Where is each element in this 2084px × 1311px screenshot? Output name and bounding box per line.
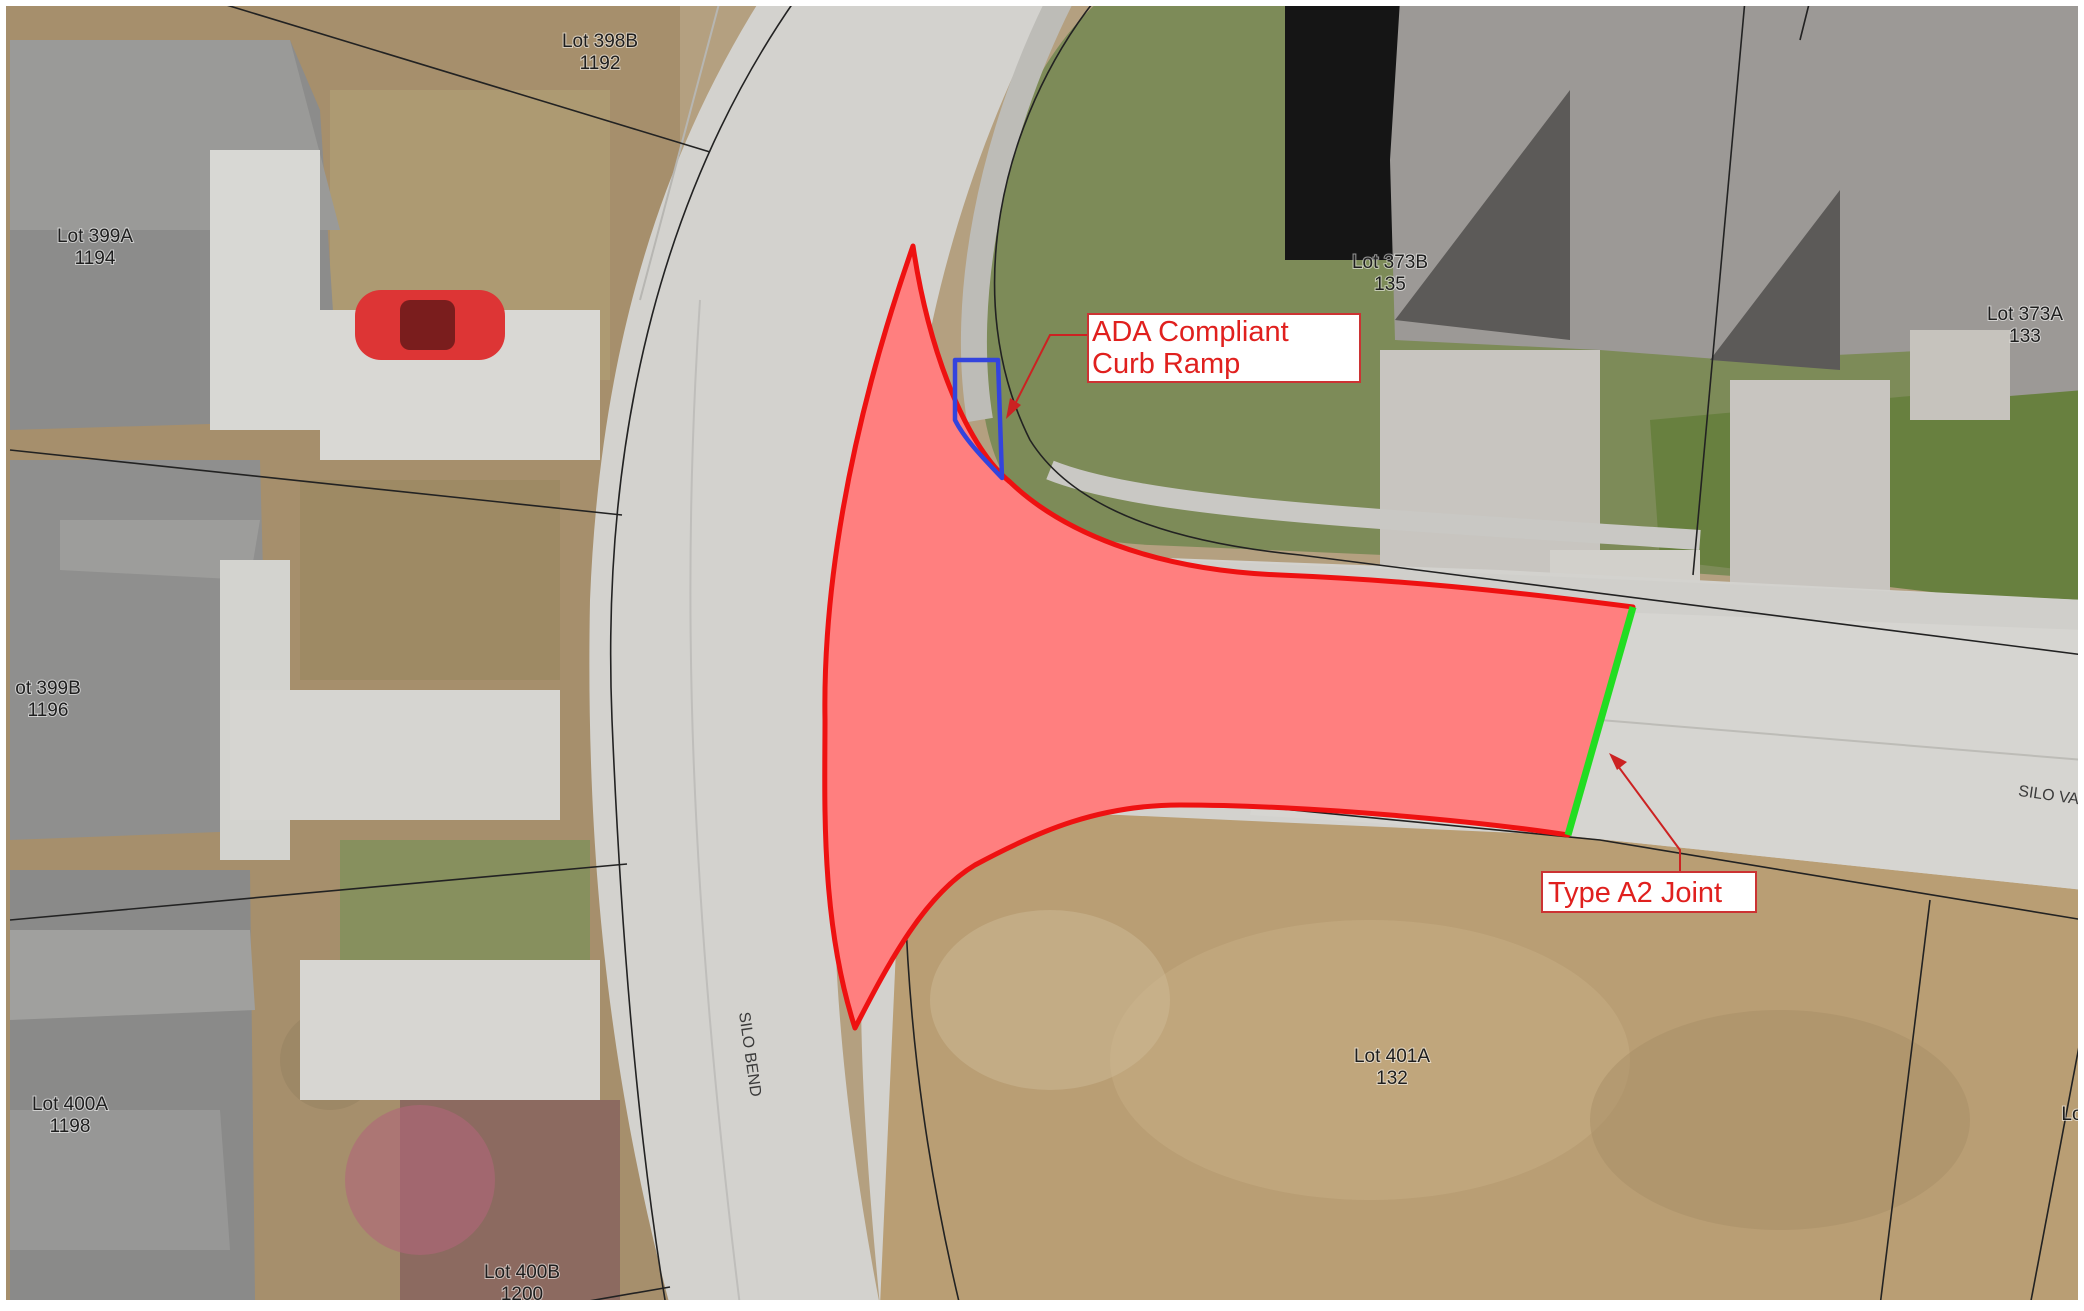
svg-text:132: 132 <box>1376 1068 1408 1089</box>
svg-text:Lot 373B: Lot 373B <box>1352 252 1428 273</box>
ada-curb-ramp-outline[interactable] <box>952 357 1005 481</box>
lot-label-373b: Lot 373B 135 <box>1351 251 1429 296</box>
callout-ada-line2: Curb Ramp <box>1092 348 1240 380</box>
svg-text:135: 135 <box>1374 274 1406 295</box>
svg-text:1196: 1196 <box>28 700 69 721</box>
callout-a2-line1: Type A2 Joint <box>1548 877 1722 909</box>
parcel-lines <box>9 0 2084 1307</box>
lot-labels: Lot 398B 1192 Lot 399A 1194 ot 399B 1196… <box>14 30 2083 1306</box>
svg-text:Lot 400A: Lot 400A <box>32 1094 108 1115</box>
callout-leader-ada <box>1011 334 1088 411</box>
svg-text:Lot 401A: Lot 401A <box>1354 1046 1430 1067</box>
callout-box-a2 <box>1541 871 1757 913</box>
svg-text:1192: 1192 <box>580 53 621 74</box>
type-a2-joint-line[interactable] <box>1564 606 1637 836</box>
callout-leader-a2 <box>1614 761 1681 872</box>
svg-text:Lot 400B: Lot 400B <box>484 1262 560 1283</box>
svg-text:Lot 399A: Lot 399A <box>57 226 133 247</box>
callout-arrowhead-a2 <box>1609 753 1627 770</box>
lot-label-400a: Lot 400A 1198 <box>31 1093 109 1138</box>
callout-arrowhead-ada <box>1006 398 1021 419</box>
parked-car <box>355 290 505 360</box>
svg-text:Lot 373A: Lot 373A <box>1987 304 2063 325</box>
svg-text:ot 399B: ot 399B <box>15 678 81 699</box>
lot-label-399a: Lot 399A 1194 <box>56 225 134 270</box>
west-driveways <box>230 310 600 1100</box>
svg-text:1198: 1198 <box>50 1116 91 1137</box>
lot-label-398b: Lot 398B 1192 <box>561 30 639 75</box>
lot-label-373a: Lot 373A 133 <box>1986 303 2064 348</box>
lot-label-399b: ot 399B 1196 <box>14 677 82 722</box>
pavement-replacement-area[interactable] <box>822 243 1636 1031</box>
callout-box-ada <box>1087 313 1361 383</box>
svg-text:Lo: Lo <box>2061 1104 2082 1125</box>
east-houses <box>1285 0 2084 600</box>
callout-type-a2-joint: Type A2 Joint <box>1541 753 1757 913</box>
lot-label-401a: Lot 401A 132 <box>1353 1045 1431 1090</box>
lot-label-edge-right: Lo <box>2060 1103 2083 1126</box>
svg-text:133: 133 <box>2009 326 2041 347</box>
svg-text:1194: 1194 <box>75 248 116 269</box>
svg-text:Lot 398B: Lot 398B <box>562 31 638 52</box>
callout-ada-line1: ADA Compliant <box>1092 316 1289 348</box>
callout-ada-curb-ramp: ADA Compliant Curb Ramp <box>1006 313 1361 419</box>
